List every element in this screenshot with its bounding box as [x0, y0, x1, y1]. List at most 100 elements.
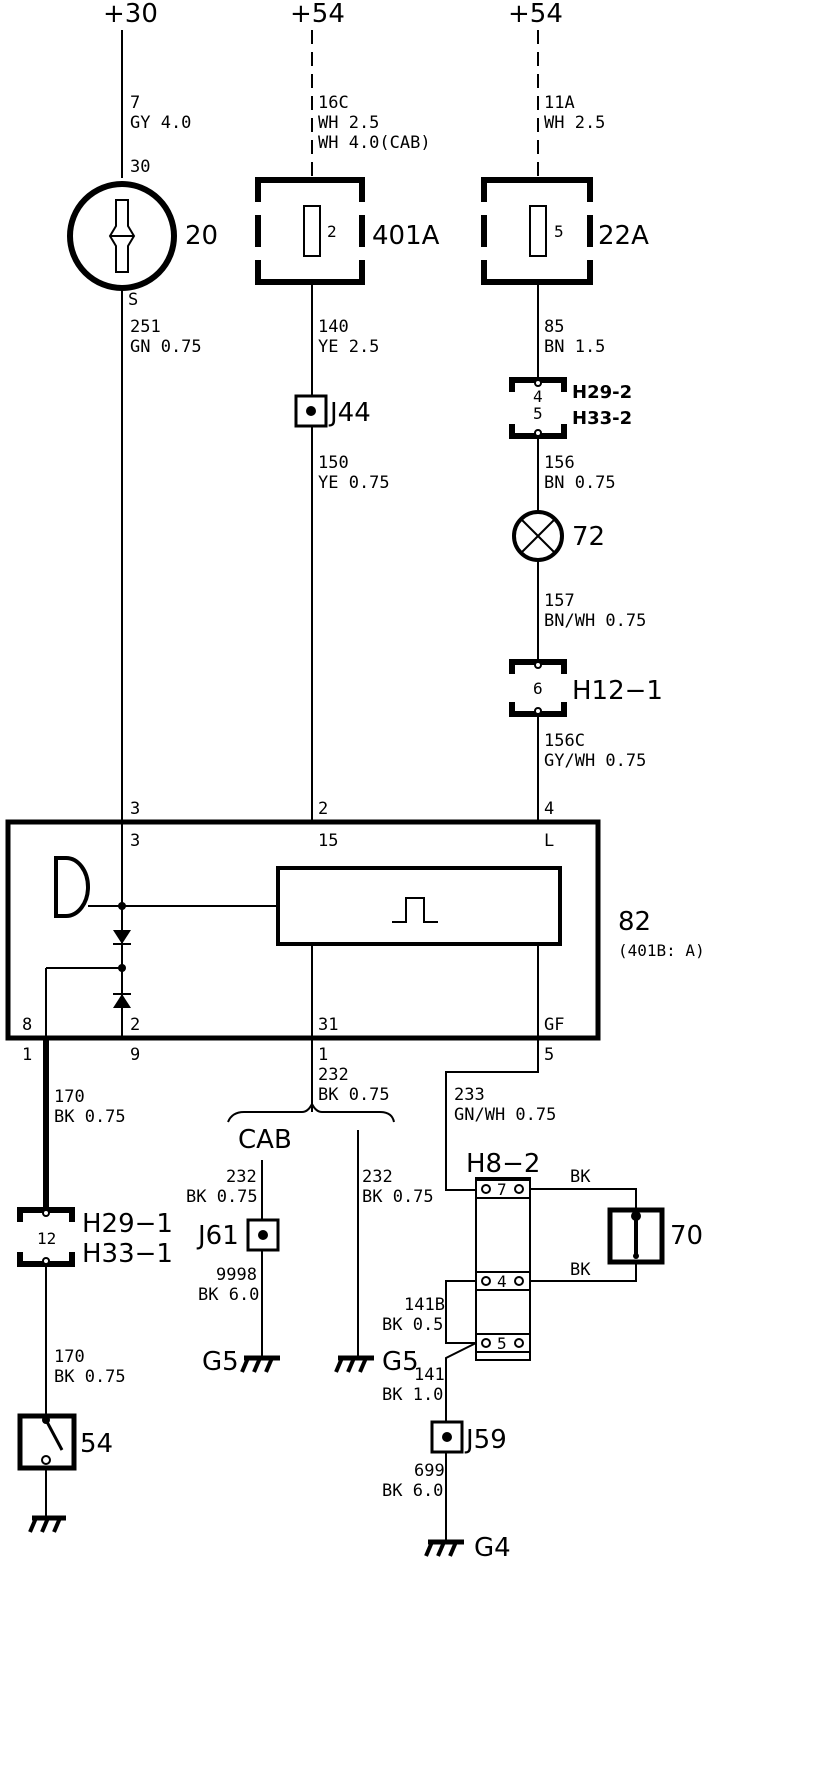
- c401a-id: 401A: [372, 221, 440, 251]
- wire-bk-bot-label: BK: [570, 1260, 591, 1280]
- supply-plus54-b: +54: [508, 0, 563, 29]
- diode-upper-icon: [113, 930, 131, 944]
- c72-label: 72: [572, 522, 605, 552]
- pin-int-2: 2: [130, 1015, 140, 1035]
- h29-1-pin: 12: [37, 1229, 56, 1248]
- wire-141-spec: BK 1.0: [382, 1385, 443, 1405]
- h8-2-pin-7: 7: [497, 1180, 507, 1199]
- ground-g4-icon: [424, 1539, 464, 1557]
- wire-141-699: [445, 1342, 477, 1540]
- c20-pin-s: S: [128, 290, 138, 310]
- wire-140-spec: YE 2.5: [318, 337, 379, 357]
- pin-int-gf: GF: [544, 1015, 564, 1035]
- wire-7-spec: GY 4.0: [130, 113, 191, 133]
- wire-156c-num: 156C: [544, 731, 585, 751]
- h29-2-label: H29-2: [572, 382, 632, 403]
- c54-label: 54: [80, 1429, 113, 1459]
- wire-233-spec: GN/WH 0.75: [454, 1105, 556, 1125]
- wire-170a-spec: BK 0.75: [54, 1107, 126, 1127]
- junction-j61: [246, 1218, 280, 1252]
- h29-2-pin-top: 4: [533, 387, 543, 406]
- wire-150-num: 150: [318, 453, 349, 473]
- wire-156-spec: BN 0.75: [544, 473, 616, 493]
- wire-232-num: 232: [318, 1065, 349, 1085]
- wire-85-num: 85: [544, 317, 564, 337]
- fuse-401a-num: 2: [327, 222, 337, 241]
- buzzer-icon: [54, 856, 90, 918]
- wire-233: [445, 1038, 539, 1191]
- h8-2-pin-4: 4: [497, 1272, 507, 1291]
- wire-85-spec: BN 1.5: [544, 337, 605, 357]
- wire-699-num: 699: [414, 1461, 445, 1481]
- junction-dot: [118, 902, 126, 910]
- wire-141b-spec: BK 0.5: [382, 1315, 443, 1335]
- wire-9998-spec: BK 6.0: [198, 1285, 259, 1305]
- wire-7-num: 7: [130, 93, 140, 113]
- g4-label: G4: [474, 1533, 511, 1563]
- fuse-22a-num: 5: [554, 222, 564, 241]
- wire-11a-spec: WH 2.5: [544, 113, 605, 133]
- ground-g5-a-icon: [240, 1355, 280, 1373]
- pin-ext-9: 9: [130, 1045, 140, 1065]
- pin-ext-5: 5: [544, 1045, 554, 1065]
- pin-int-8: 8: [22, 1015, 32, 1035]
- wire-251-num: 251: [130, 317, 161, 337]
- wire-232b-spec: BK 0.75: [362, 1187, 434, 1207]
- wire-170b-num: 170: [54, 1347, 85, 1367]
- wire-156c-spec: GY/WH 0.75: [544, 751, 646, 771]
- timer-block: [276, 866, 562, 946]
- wire-150-spec: YE 0.75: [318, 473, 390, 493]
- wire-232a-num: 232: [226, 1167, 257, 1187]
- wire-251-spec: GN 0.75: [130, 337, 202, 357]
- wire-157-spec: BN/WH 0.75: [544, 611, 646, 631]
- j59-label: J59: [464, 1425, 507, 1455]
- ground-icon: [28, 1515, 66, 1533]
- pin-int-3: 3: [130, 831, 140, 851]
- wire-9998-num: 9998: [216, 1265, 257, 1285]
- wire-16c-spec: WH 2.5: [318, 113, 379, 133]
- pin-ext-2: 2: [318, 799, 328, 819]
- pin-ext-1: 1: [22, 1045, 32, 1065]
- c22a-id: 22A: [598, 221, 649, 251]
- diode-lower-icon: [113, 994, 131, 1008]
- wire-157-num: 157: [544, 591, 575, 611]
- wire-140-num: 140: [318, 317, 349, 337]
- c20-pin-30: 30: [130, 157, 150, 177]
- g5-a-label: G5: [202, 1347, 239, 1377]
- splice-brace: [227, 1101, 395, 1123]
- pin-int-15: 15: [318, 831, 338, 851]
- fuse-box-22a: [481, 177, 593, 285]
- wire-141b-num: 141B: [404, 1295, 445, 1315]
- junction-j44: [294, 394, 328, 428]
- wire-bk-top-label: BK: [570, 1167, 591, 1187]
- cab-label: CAB: [238, 1125, 292, 1155]
- pulse-icon: [392, 897, 438, 923]
- h33-1-label: H33−1: [82, 1239, 173, 1269]
- wire-bk-bot: [530, 1262, 637, 1282]
- switch-70: [607, 1207, 665, 1265]
- junction-j59: [430, 1420, 464, 1454]
- c82-label: 82: [618, 907, 651, 937]
- wire-232-spec: BK 0.75: [318, 1085, 390, 1105]
- c20-id: 20: [185, 221, 218, 251]
- pin-ext-1b: 1: [318, 1045, 328, 1065]
- wire-156-num: 156: [544, 453, 575, 473]
- lamp-72: [512, 510, 564, 562]
- wire-232b-num: 232: [362, 1167, 393, 1187]
- ground-g5-b-icon: [334, 1355, 374, 1373]
- wire-232a-spec: BK 0.75: [186, 1187, 258, 1207]
- wire-141-num: 141: [414, 1365, 445, 1385]
- wire-170a-num: 170: [54, 1087, 85, 1107]
- pin-ext-3: 3: [130, 799, 140, 819]
- h12-1-pin: 6: [533, 679, 543, 698]
- h29-2-pin-bot: 5: [533, 404, 543, 423]
- pin-ext-4: 4: [544, 799, 554, 819]
- ignition-switch-20: [67, 181, 177, 291]
- j61-label: J61: [196, 1221, 239, 1251]
- c82-sub: (401B: A): [618, 941, 705, 960]
- fuse-box-401a: [255, 177, 365, 285]
- wire-16c-spec2: WH 4.0(CAB): [318, 133, 431, 153]
- wire-141b: [445, 1280, 476, 1344]
- switch-54: [17, 1413, 77, 1471]
- j44-label: J44: [328, 398, 371, 428]
